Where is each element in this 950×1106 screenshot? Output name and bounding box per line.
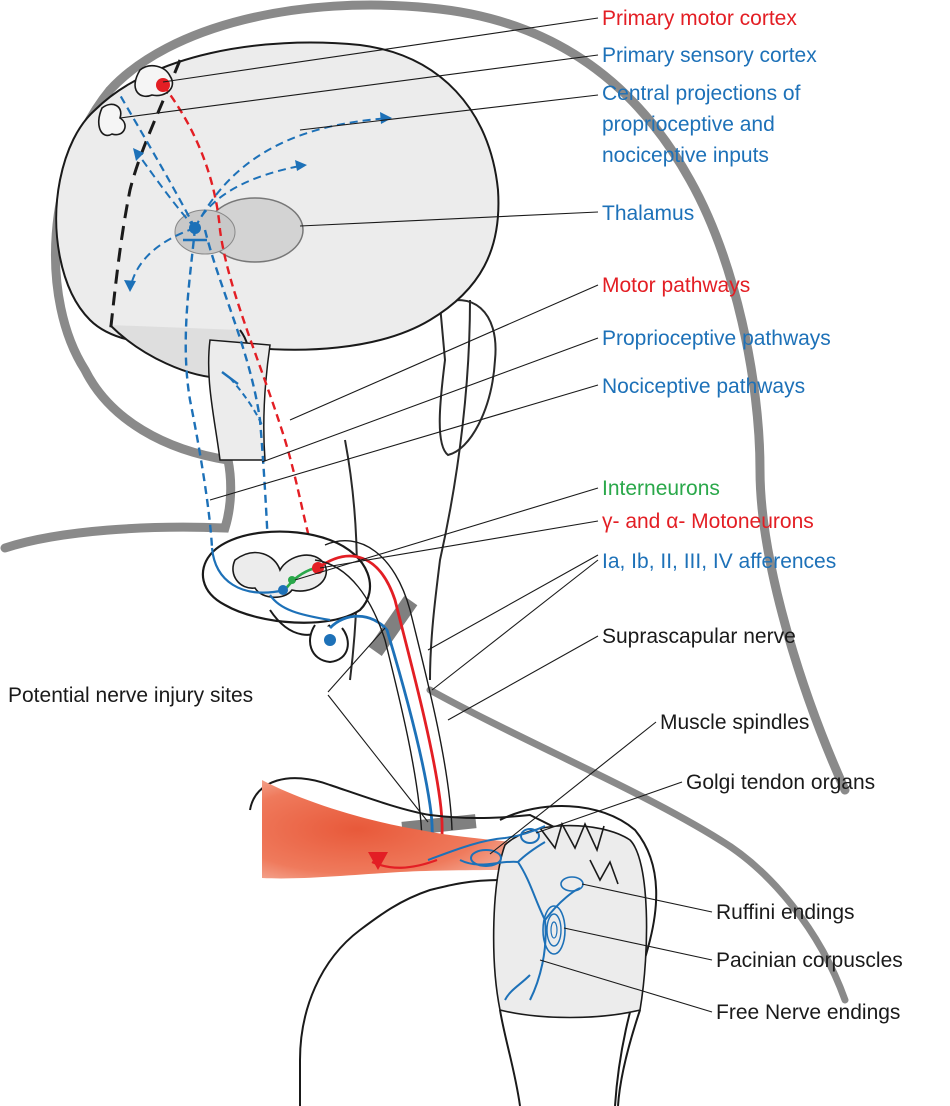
label-primary-motor-cortex: Primary motor cortex bbox=[602, 7, 797, 30]
leader-nociceptive-pathways bbox=[210, 385, 598, 500]
afferent-neuron-cell bbox=[278, 585, 288, 595]
label-primary-sensory-cortex: Primary sensory cortex bbox=[602, 44, 817, 67]
label-thalamus: Thalamus bbox=[602, 202, 694, 225]
label-proprioceptive-pathways: Proprioceptive pathways bbox=[602, 327, 831, 350]
label-pacinian-corpuscles: Pacinian corpuscles bbox=[716, 949, 903, 972]
label-afferences: Ia, Ib, II, III, IV afferences bbox=[602, 550, 836, 573]
brainstem bbox=[209, 340, 270, 460]
label-free-nerve-endings: Free Nerve endings bbox=[716, 1001, 900, 1024]
interneuron-cell bbox=[288, 576, 296, 584]
ganglion-neuron-cell bbox=[324, 634, 336, 646]
leader-afferences-2 bbox=[432, 560, 598, 690]
joint-capsule bbox=[494, 826, 647, 1018]
leader-suprascapular-nerve bbox=[448, 636, 598, 720]
leader-motoneurons bbox=[320, 521, 598, 568]
label-ruffini-endings: Ruffini endings bbox=[716, 901, 855, 924]
brain-hemisphere bbox=[56, 43, 498, 350]
label-motoneurons: γ- and α- Motoneurons bbox=[602, 510, 814, 533]
label-potential-nerve-injury-sites: Potential nerve injury sites bbox=[8, 684, 253, 707]
label-central-projections-2: proprioceptive and bbox=[602, 113, 775, 136]
label-central-projections-3: nociceptive inputs bbox=[602, 144, 769, 167]
leader-afferences-1 bbox=[428, 555, 598, 650]
leader-interneurons bbox=[295, 488, 598, 580]
label-interneurons: Interneurons bbox=[602, 477, 720, 500]
humerus-shaft bbox=[500, 1010, 640, 1106]
thalamus-neuron bbox=[189, 222, 201, 234]
label-suprascapular-nerve: Suprascapular nerve bbox=[602, 625, 796, 648]
face-contour bbox=[430, 300, 470, 680]
label-muscle-spindles: Muscle spindles bbox=[660, 711, 809, 734]
label-nociceptive-pathways: Nociceptive pathways bbox=[602, 375, 805, 398]
leader-injury-site-distal bbox=[328, 695, 428, 822]
label-motor-pathways: Motor pathways bbox=[602, 274, 750, 297]
motor-cortex-neuron bbox=[156, 78, 170, 92]
label-central-projections-1: Central projections of bbox=[602, 82, 801, 105]
label-golgi-tendon-organs: Golgi tendon organs bbox=[686, 771, 875, 794]
